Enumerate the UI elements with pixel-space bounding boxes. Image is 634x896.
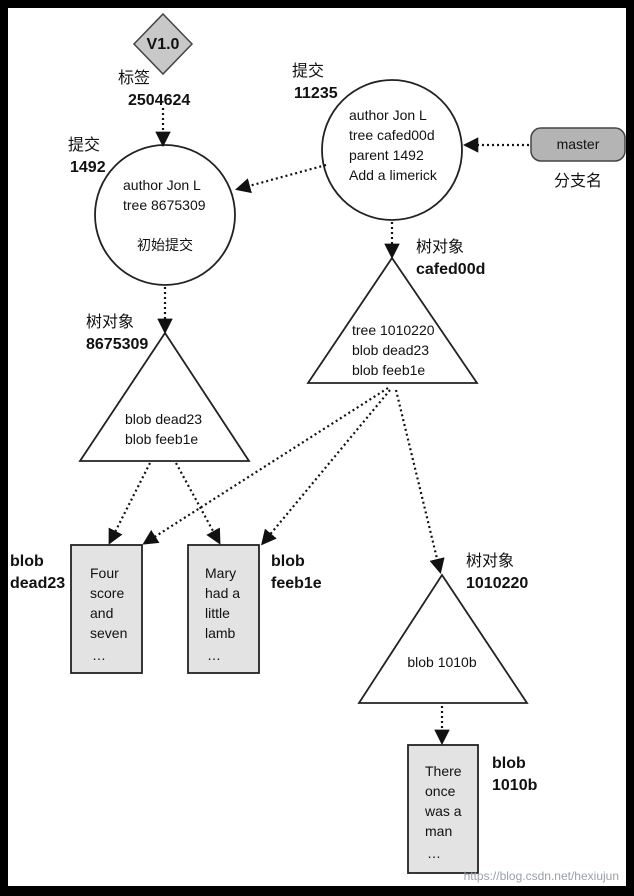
tag-id: 2504624 [128,92,190,109]
commit-old-line-1: author Jon L [123,177,201,193]
blob-1010b-line-1: There [425,763,462,779]
tree-1010220-triangle [357,573,529,704]
blob-dead23-kind-label: blob [10,553,44,570]
commit-new-line-4: Add a limerick [349,167,438,183]
tree-8675309-kind-label: 树对象 [86,313,134,331]
watermark: https://blog.csdn.net/hexiujun [464,869,619,883]
tree-8675309-line-2: blob feeb1e [125,431,198,447]
tree-1010220-kind-label: 树对象 [466,552,514,570]
blob-feeb1e-id: feeb1e [271,575,322,592]
commit-old-node: author Jon L tree 8675309 初始提交 [94,144,236,286]
blob-feeb1e-kind-label: blob [271,553,305,570]
blob-1010b-box [407,744,479,874]
blob-feeb1e-line-5: … [207,647,221,663]
tree-cafed00d-triangle [306,256,479,384]
blob-dead23-line-4: seven [90,625,127,641]
blob-feeb1e-line-3: little [205,605,230,621]
tree-1010220-node: blob 1010b [357,573,529,704]
blob-dead23-line-2: score [90,585,124,601]
branch-name: master [557,136,600,152]
tree-cafed00d-line-1: tree 1010220 [352,322,435,338]
commit-new-id: 11235 [294,85,338,102]
commit-new-kind-label: 提交 [292,62,324,80]
blob-feeb1e-box [187,544,260,674]
arrow-tree-cafed00d-to-tree-1010220 [394,389,445,574]
commit-old-circle [94,144,236,286]
blob-1010b-line-5: … [427,845,441,861]
blob-1010b-line-2: once [425,783,456,799]
blob-1010b-line-4: man [425,823,452,839]
commit-old-line-2: tree 8675309 [123,197,206,213]
tag-name: V1.0 [147,36,180,53]
blob-dead23-id: dead23 [10,575,65,592]
tree-1010220-line-1: blob 1010b [407,654,477,670]
tree-cafed00d-line-3: blob feeb1e [352,362,425,378]
blob-dead23-box [70,544,143,674]
tree-8675309-node: blob dead23 blob feeb1e [78,331,251,462]
arrows [108,108,529,746]
blob-dead23-node: Four score and seven … [70,544,143,674]
blob-1010b-id: 1010b [492,777,538,794]
blob-1010b-line-3: was a [424,803,462,819]
tree-cafed00d-node: tree 1010220 blob dead23 blob feeb1e [306,256,479,384]
tag-kind-label: 标签 [118,69,150,87]
blob-dead23-line-5: … [92,647,106,663]
blob-dead23-line-3: and [90,605,113,621]
tree-1010220-id: 1010220 [466,575,528,592]
tag-diamond [132,12,194,76]
blob-feeb1e-line-2: had a [205,585,240,601]
commit-old-line-4: 初始提交 [137,237,193,253]
branch-pill [530,127,626,162]
commit-new-circle [321,79,463,221]
tag-node: V1.0 [132,12,194,76]
commit-new-line-2: tree cafed00d [349,127,435,143]
branch-kind-label: 分支名 [554,172,602,190]
blob-feeb1e-node: Mary had a little lamb … [187,544,260,674]
arrow-commit-new-to-commit-old [235,163,327,194]
tree-8675309-id: 8675309 [86,336,148,353]
tree-8675309-line-1: blob dead23 [125,411,202,427]
tree-cafed00d-line-2: blob dead23 [352,342,429,358]
commit-new-line-1: author Jon L [349,107,427,123]
blob-feeb1e-line-4: lamb [205,625,236,641]
arrow-tree-cafed00d-to-blob-feeb1e [261,389,391,546]
commit-new-node: author Jon L tree cafed00d parent 1492 A… [321,79,463,221]
tree-8675309-triangle [78,331,251,462]
commit-old-id: 1492 [70,159,106,176]
tree-cafed00d-kind-label: 树对象 [416,238,464,256]
commit-new-line-3: parent 1492 [349,147,424,163]
blob-1010b-node: There once was a man … [407,744,479,874]
arrow-tree-cafed00d-to-blob-dead23 [142,387,389,545]
tree-cafed00d-id: cafed00d [416,261,485,278]
commit-old-kind-label: 提交 [68,136,100,154]
branch-node: master [530,127,626,162]
blob-feeb1e-line-1: Mary [205,565,236,581]
blob-dead23-line-1: Four [90,565,119,581]
blob-1010b-kind-label: blob [492,755,526,772]
